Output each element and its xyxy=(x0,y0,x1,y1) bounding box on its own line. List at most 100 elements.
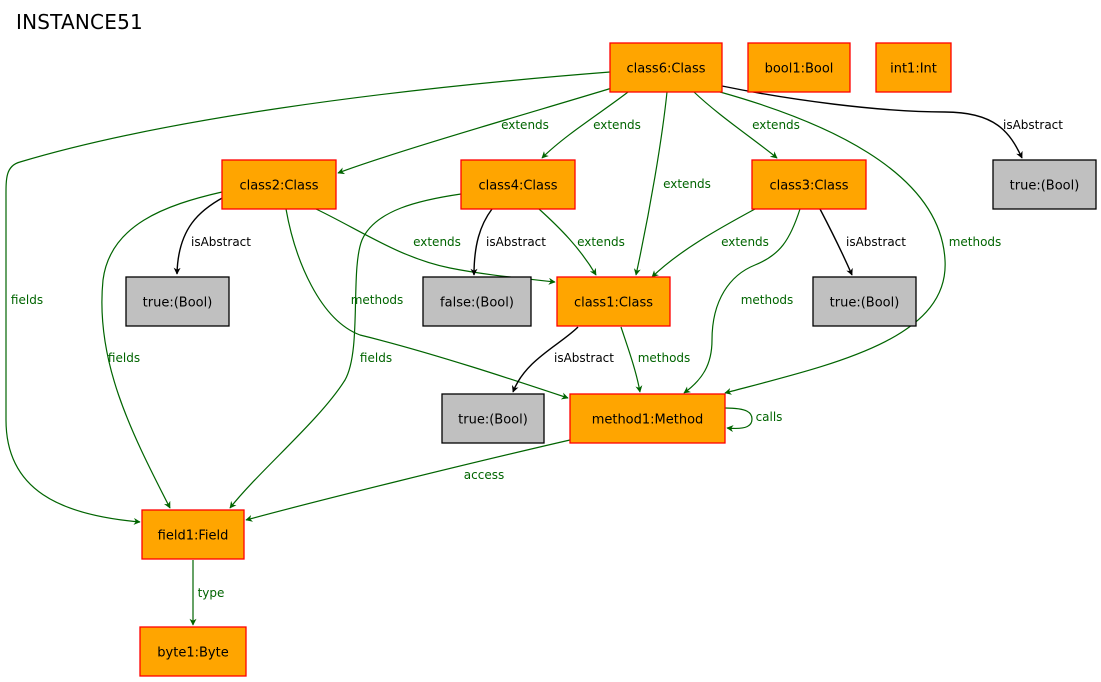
node-label: bool1:Bool xyxy=(765,62,834,77)
node-box xyxy=(141,509,245,560)
node-field1: field1:Field xyxy=(141,509,245,560)
edge-label: isAbstract xyxy=(486,235,546,249)
edge-e-c2-methods: methods xyxy=(285,208,569,400)
node-label: field1:Field xyxy=(158,529,229,544)
edge-line xyxy=(683,208,801,394)
edge-label: isAbstract xyxy=(1003,118,1063,132)
node-label: false:(Bool) xyxy=(440,296,514,311)
edge-line xyxy=(285,208,569,400)
node-box xyxy=(992,159,1097,210)
edge-line xyxy=(470,208,493,276)
edge-label: isAbstract xyxy=(846,235,906,249)
edge-label: access xyxy=(464,468,504,482)
edge-line xyxy=(538,208,597,276)
node-class6: class6:Class xyxy=(609,42,723,93)
nodes-layer: class6:Class bool1:Bool int1:Int class2:Cla… xyxy=(125,42,1097,677)
edge-label: isAbstract xyxy=(191,235,251,249)
node-label: true:(Bool) xyxy=(1010,179,1080,194)
edge-label: extends xyxy=(501,118,549,132)
node-box xyxy=(441,393,545,444)
edge-label: extends xyxy=(663,177,711,191)
edge-e-c4-isabstract: isAbstract xyxy=(470,208,546,276)
node-box xyxy=(221,159,337,210)
node-true-c2: true:(Bool) xyxy=(125,276,230,327)
node-bool1: bool1:Bool xyxy=(747,42,851,93)
edge-line xyxy=(620,326,643,393)
edge-line xyxy=(229,193,462,509)
node-label: int1:Int xyxy=(890,62,937,77)
node-label: class1:Class xyxy=(574,296,653,311)
edge-e-c6-c2-extends: extends xyxy=(337,87,613,175)
edge-line xyxy=(101,191,223,509)
edge-e-c1-isabstract: isAbstract xyxy=(511,326,614,393)
edge-label: extends xyxy=(721,235,769,249)
node-box xyxy=(569,393,726,444)
edge-line xyxy=(719,91,946,395)
edge-e-m1-access: access xyxy=(245,439,571,522)
node-label: class6:Class xyxy=(626,62,705,77)
edge-label: methods xyxy=(638,351,691,365)
node-true-c1: true:(Bool) xyxy=(441,393,545,444)
edge-line xyxy=(511,326,579,393)
edge-e-c3-methods: methods xyxy=(683,208,801,394)
edge-line xyxy=(337,87,613,175)
node-label: true:(Bool) xyxy=(143,296,213,311)
edge-e-c4-fields: fields xyxy=(229,193,462,509)
edge-line xyxy=(724,407,753,433)
node-box xyxy=(751,159,867,210)
edge-e-m1-calls: calls xyxy=(724,407,783,433)
edge-e-c6-c1-extends: extends xyxy=(633,91,711,276)
node-box xyxy=(875,42,952,93)
edge-label: methods xyxy=(351,293,404,307)
edge-e-c6-c4-extends: extends xyxy=(541,91,641,159)
edge-line xyxy=(721,85,1023,159)
diagram-title: INSTANCE51 xyxy=(16,10,143,34)
node-class1: class1:Class xyxy=(556,276,671,327)
edge-e-c1-methods: methods xyxy=(620,326,691,393)
node-box xyxy=(609,42,723,93)
edge-label: extends xyxy=(413,235,461,249)
node-label: class2:Class xyxy=(239,179,318,194)
edge-label: calls xyxy=(756,410,783,424)
node-false-c4: false:(Bool) xyxy=(422,276,532,327)
edge-line xyxy=(693,91,778,159)
node-box xyxy=(139,626,247,677)
node-box xyxy=(812,276,917,327)
node-class2: class2:Class xyxy=(221,159,337,210)
node-label: class3:Class xyxy=(769,179,848,194)
edge-e-c2-fields: fields xyxy=(101,191,223,509)
edge-line xyxy=(651,208,756,278)
edge-e-c3-isabstract: isAbstract xyxy=(819,208,906,276)
edge-line xyxy=(245,439,571,522)
node-label: byte1:Byte xyxy=(157,646,228,661)
edge-label: extends xyxy=(593,118,641,132)
node-label: method1:Method xyxy=(592,413,704,428)
edge-label: type xyxy=(198,586,225,600)
edge-label: extends xyxy=(577,235,625,249)
node-byte1: byte1:Byte xyxy=(139,626,247,677)
node-class4: class4:Class xyxy=(460,159,576,210)
node-box xyxy=(556,276,671,327)
node-true-c3: true:(Bool) xyxy=(812,276,917,327)
edge-line xyxy=(173,196,225,275)
node-true-c6: true:(Bool) xyxy=(992,159,1097,210)
edge-label: methods xyxy=(741,293,794,307)
edge-label: extends xyxy=(752,118,800,132)
edge-e-c6-isabstract: isAbstract xyxy=(721,85,1063,159)
edge-line xyxy=(541,91,629,159)
node-method1: method1:Method xyxy=(569,393,726,444)
edge-e-c6-fields: fields xyxy=(5,71,611,525)
edge-label: fields xyxy=(360,351,392,365)
edge-e-c3-c1-extends: extends xyxy=(651,208,769,278)
node-label: true:(Bool) xyxy=(830,296,900,311)
edge-line xyxy=(5,71,611,525)
edge-e-c6-methods: methods xyxy=(719,91,1001,395)
edge-e-c6-c3-extends: extends xyxy=(693,91,800,159)
node-box xyxy=(422,276,532,327)
node-label: true:(Bool) xyxy=(458,413,528,428)
edge-label: fields xyxy=(108,351,140,365)
node-int1: int1:Int xyxy=(875,42,952,93)
edges-layer: extends extends extends extends isAbstract me… xyxy=(5,71,1063,626)
